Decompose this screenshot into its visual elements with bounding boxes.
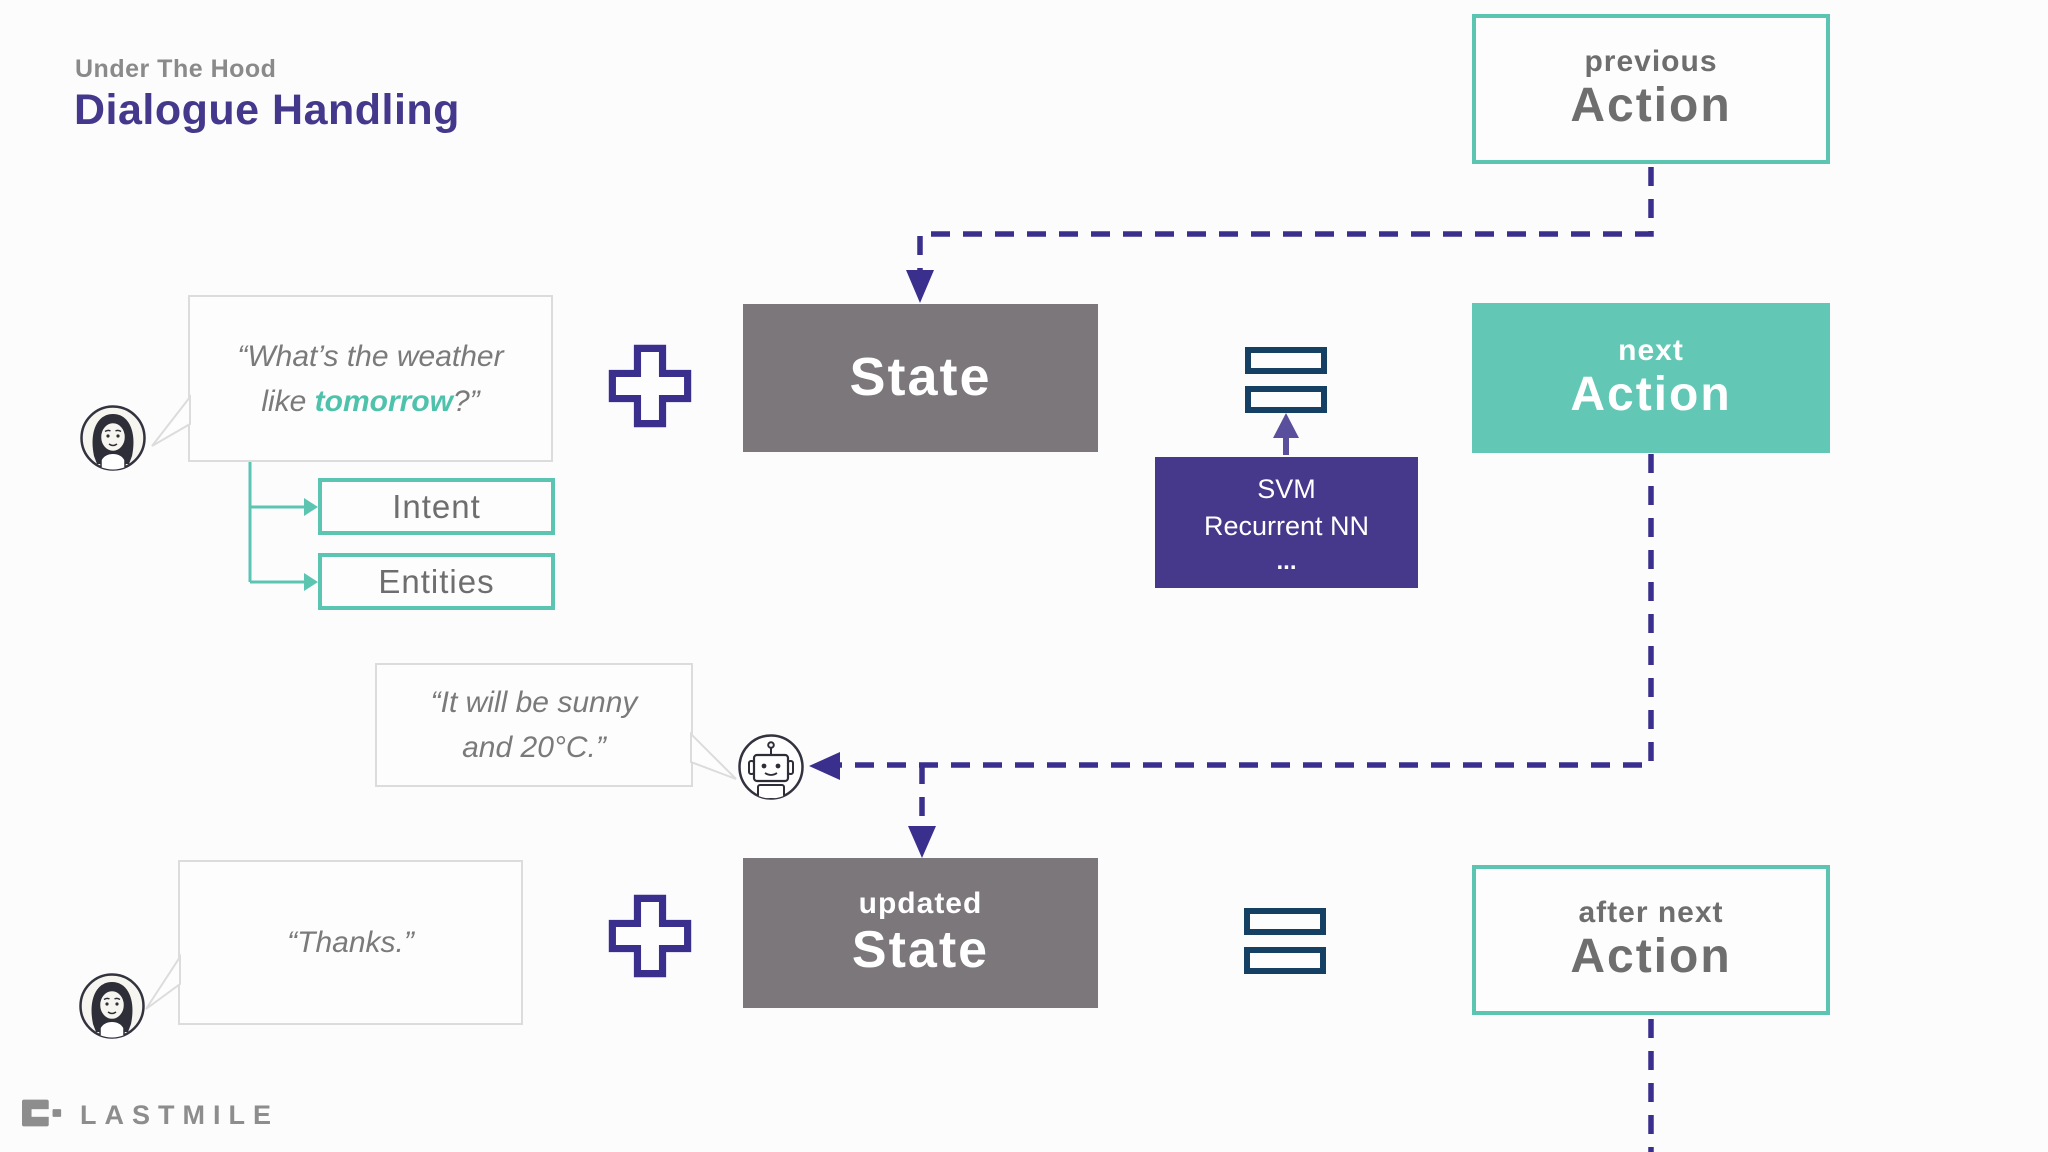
user-thanks-bubble-tail [145, 953, 181, 1010]
updated-state-qualifier: updated [858, 887, 983, 921]
plus-icon [607, 343, 693, 429]
next-action-label: Action [1570, 367, 1732, 421]
previous-action-box: previous Action [1472, 14, 1830, 164]
highlight-tomorrow: tomorrow [314, 384, 453, 418]
bot-answer-bubble-tail [690, 731, 737, 780]
bot-avatar-icon [737, 733, 805, 806]
arrow-up-model-to-equals-icon [1273, 413, 1299, 438]
bot-answer-line-2: and 20°C.” [462, 731, 606, 764]
equals-icon [1245, 347, 1327, 413]
arrow-left-into-bot-icon [809, 752, 840, 780]
intent-box: Intent [318, 478, 555, 535]
user-question-line-1: “What’s the weather [237, 339, 504, 373]
equals-bar [1244, 908, 1326, 935]
previous-action-label: Action [1570, 78, 1732, 132]
updated-state-box: updated State [743, 858, 1098, 1008]
brand-logo: LASTMILE [22, 1098, 279, 1133]
next-action-box: next Action [1472, 303, 1830, 453]
intent-label: Intent [392, 487, 481, 525]
model-line-3: ... [1276, 547, 1297, 575]
equals-bar [1245, 386, 1327, 413]
kicker: Under The Hood [75, 55, 277, 83]
user-thanks-text: “Thanks.” [287, 926, 414, 959]
bot-answer-line-1: “It will be sunny [430, 686, 638, 719]
equals-bar [1244, 947, 1326, 974]
arrow-down-into-state-icon [906, 270, 934, 303]
user-question-bubble-tail [151, 394, 191, 447]
entities-label: Entities [378, 562, 495, 600]
lastmile-logo-icon [22, 1098, 64, 1133]
next-action-qualifier: next [1618, 333, 1684, 367]
model-line-2: Recurrent NN [1203, 510, 1370, 541]
after-next-action-qualifier: after next [1578, 895, 1724, 929]
state-label: State [849, 347, 992, 408]
plus-icon [607, 893, 693, 979]
page-title: Dialogue Handling [74, 86, 460, 134]
equals-icon [1244, 908, 1326, 974]
equals-bar [1245, 347, 1327, 374]
entities-box: Entities [318, 553, 555, 610]
arrow-right-into-intent-icon [304, 498, 318, 516]
arrow-down-into-updated-state-icon [908, 826, 936, 858]
updated-state-label: State [851, 921, 990, 980]
previous-action-qualifier: previous [1584, 44, 1718, 78]
bot-answer-bubble: “It will be sunny and 20°C.” [375, 663, 693, 787]
arrow-right-into-entities-icon [304, 573, 318, 591]
dashed-path-previous-to-state [917, 167, 1654, 270]
state-box: State [743, 304, 1098, 452]
after-next-action-box: after next Action [1472, 865, 1830, 1015]
user-question-line-2: like tomorrow?” [261, 384, 480, 418]
after-next-action-label: Action [1570, 929, 1732, 983]
user-thanks-bubble: “Thanks.” [178, 860, 523, 1025]
model-box: SVM Recurrent NN ... [1155, 457, 1418, 588]
model-line-1: SVM [1257, 474, 1316, 505]
user-question-bubble: “What’s the weather like tomorrow?” [188, 295, 553, 462]
user-avatar-icon [79, 404, 147, 477]
brand-name: LASTMILE [80, 1100, 279, 1130]
user-avatar-icon [78, 972, 146, 1045]
